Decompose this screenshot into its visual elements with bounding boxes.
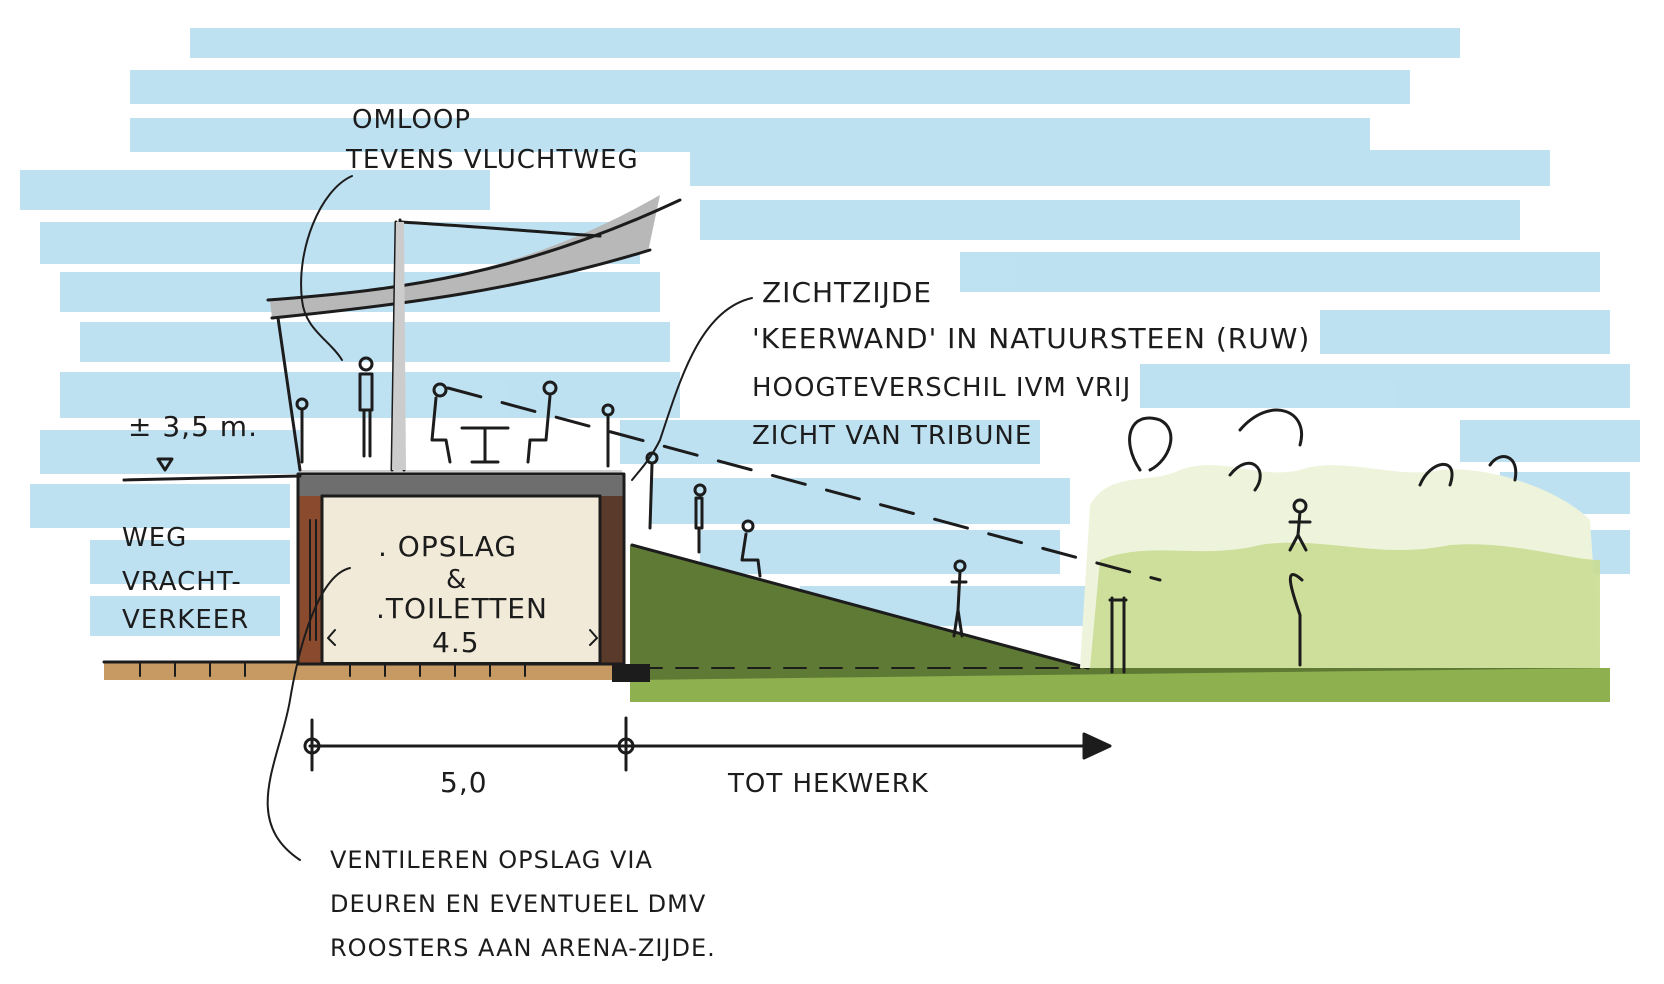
label-opslag-2: &	[446, 565, 467, 595]
label-opslag-1: . OPSLAG	[378, 530, 517, 563]
label-opslag-3: .TOILETTEN	[376, 592, 548, 625]
canopy	[266, 195, 682, 472]
dimension-line	[303, 716, 1112, 772]
label-vent-2: DEUREN EN EVENTUEEL DMV	[330, 890, 706, 918]
slope-people	[645, 451, 968, 638]
label-weg-3: VERKEER	[122, 605, 249, 635]
label-level: ± 3,5 m.	[128, 410, 258, 443]
sightline	[446, 386, 1162, 582]
label-zicht-4: ZICHT VAN TRIBUNE	[752, 421, 1032, 451]
label-zicht-2: 'KEERWAND' IN NATUURSTEEN (RUW)	[752, 322, 1310, 355]
label-dim-width: 5,0	[440, 766, 488, 799]
label-vent-3: ROOSTERS AAN ARENA-ZIJDE.	[330, 934, 716, 962]
label-dim-to: TOT HEKWERK	[727, 769, 929, 799]
vegetation	[1080, 408, 1600, 674]
label-weg-1: WEG	[122, 523, 187, 553]
child-figure	[1288, 498, 1312, 552]
label-weg-2: VRACHT-	[122, 567, 242, 597]
label-zicht-3: HOOGTEVERSCHIL IVM VRIJ	[752, 373, 1131, 403]
deck-people	[295, 356, 615, 468]
leader-lines	[266, 175, 753, 861]
label-vent-1: VENTILEREN OPSLAG VIA	[330, 846, 653, 874]
label-opslag-4: 4.5	[432, 626, 480, 659]
annotations: OMLOOP TEVENS VLUCHTWEG ZICHTZIJDE 'KEER…	[122, 105, 1310, 962]
grass-slope	[630, 543, 1610, 702]
label-zicht-1: ZICHTZIJDE	[762, 276, 932, 309]
label-omloop-1: OMLOOP	[352, 105, 471, 135]
level-marker	[122, 457, 302, 482]
label-omloop-2: TEVENS VLUCHTWEG	[345, 145, 639, 175]
